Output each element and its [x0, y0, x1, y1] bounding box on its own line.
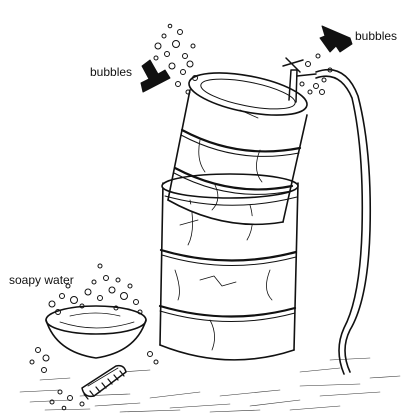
soapy-water-label: soapy water: [9, 273, 74, 287]
scrub-brush: [81, 364, 127, 400]
upper-drum: [167, 72, 308, 226]
bubbles-left-label: bubbles: [90, 65, 133, 79]
lower-drum: [158, 173, 299, 361]
air-valve: [282, 57, 317, 103]
bubbles-valve-cluster: [299, 53, 333, 95]
ground-foam: [29, 347, 159, 411]
soapy-water-basin: [45, 305, 147, 359]
bubbles-right-label: bubbles: [355, 29, 398, 43]
arrow-to-bubbles-right: [319, 25, 353, 53]
bubbles-basin-cluster: [48, 263, 143, 315]
bubbles-left-cluster: [153, 23, 198, 95]
ground-stipple: [19, 357, 401, 413]
air-hose: [315, 68, 372, 375]
arrow-to-bubbles-left: [140, 59, 171, 93]
